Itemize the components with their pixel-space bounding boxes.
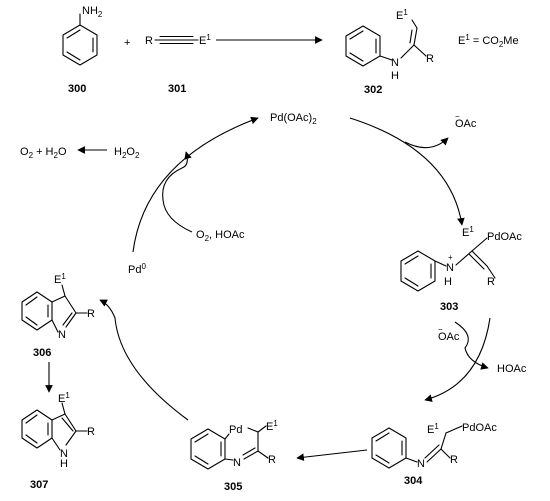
compound-number-307: 307 bbox=[30, 479, 48, 491]
svg-text:E1: E1 bbox=[462, 225, 474, 239]
pd0-label: Pd0 bbox=[128, 262, 146, 276]
svg-text:PdOAc: PdOAc bbox=[487, 231, 522, 243]
svg-text:Pd: Pd bbox=[229, 424, 242, 436]
svg-text:+: + bbox=[448, 253, 453, 262]
cycle-arrow-2 bbox=[424, 317, 491, 402]
compound-302: N H R E1 302 bbox=[345, 8, 434, 96]
svg-text:R: R bbox=[87, 426, 95, 438]
svg-text:R: R bbox=[450, 454, 458, 466]
svg-text:R: R bbox=[426, 53, 434, 65]
svg-text:H: H bbox=[60, 458, 68, 470]
svg-text:N: N bbox=[391, 57, 399, 69]
h2o2-label: H2O2 bbox=[114, 146, 140, 160]
cycle-arrow-3 bbox=[99, 299, 189, 421]
cycle-arrow-4 bbox=[132, 116, 259, 253]
compound-304: N R E1 PdOAc 304 bbox=[371, 422, 497, 487]
svg-text:R: R bbox=[87, 308, 95, 320]
cycle-arrow-1 bbox=[349, 117, 465, 226]
compound-number-303: 303 bbox=[440, 301, 458, 313]
r-label: R bbox=[145, 35, 153, 47]
compound-306: N R E1 306 bbox=[21, 272, 95, 359]
svg-text:R: R bbox=[487, 276, 495, 288]
reaction-arrow-304-305 bbox=[296, 449, 368, 462]
svg-text:H: H bbox=[444, 276, 452, 288]
compound-301: R E1 301 bbox=[145, 33, 211, 95]
hoac-label-right: HOAc bbox=[497, 363, 527, 375]
compound-number-304: 304 bbox=[404, 475, 423, 487]
svg-text:E1: E1 bbox=[396, 8, 408, 22]
svg-text:E1: E1 bbox=[54, 272, 66, 286]
svg-text:E1: E1 bbox=[58, 391, 70, 405]
compound-300: NH2 300 bbox=[62, 5, 103, 95]
compound-307: N H R E1 307 bbox=[21, 391, 95, 491]
svg-text:H: H bbox=[391, 70, 399, 82]
compound-number-301: 301 bbox=[168, 83, 186, 95]
svg-text:N: N bbox=[233, 457, 241, 469]
o2-h2o-label: O2 + H2O bbox=[20, 146, 67, 160]
compound-number-302: 302 bbox=[364, 84, 382, 96]
acetate-label-top: −OAc bbox=[455, 112, 477, 130]
amine-label: NH bbox=[82, 5, 98, 17]
svg-text:N: N bbox=[446, 262, 454, 274]
svg-text:R: R bbox=[268, 454, 276, 466]
svg-text:E1: E1 bbox=[427, 422, 439, 436]
e1-definition: E1 = CO2Me bbox=[458, 33, 519, 49]
svg-text:E1: E1 bbox=[199, 33, 211, 47]
compound-303: N + H R E1 PdOAc 303 bbox=[400, 225, 522, 313]
compound-305: Pd E1 N R 305 bbox=[190, 419, 278, 493]
plus-sign: + bbox=[124, 37, 130, 49]
acetate-label-mid: −OAc bbox=[438, 325, 460, 343]
reoxidation-arrow bbox=[162, 151, 193, 233]
svg-text:NH2: NH2 bbox=[82, 5, 103, 19]
svg-text:N: N bbox=[417, 458, 425, 470]
acetate-release-arrow-top bbox=[404, 137, 449, 149]
svg-text:E1: E1 bbox=[266, 419, 278, 433]
o2-hoac-label: O2, HOAc bbox=[196, 229, 245, 243]
compound-number-305: 305 bbox=[224, 481, 242, 493]
catalyst-label: Pd(OAc)2 bbox=[270, 112, 317, 126]
acid-release-arrow bbox=[454, 321, 489, 370]
svg-text:N: N bbox=[60, 448, 68, 460]
svg-text:PdOAc: PdOAc bbox=[462, 422, 497, 434]
compound-number-300: 300 bbox=[68, 83, 86, 95]
svg-text:N: N bbox=[58, 329, 66, 341]
compound-number-306: 306 bbox=[33, 347, 51, 359]
